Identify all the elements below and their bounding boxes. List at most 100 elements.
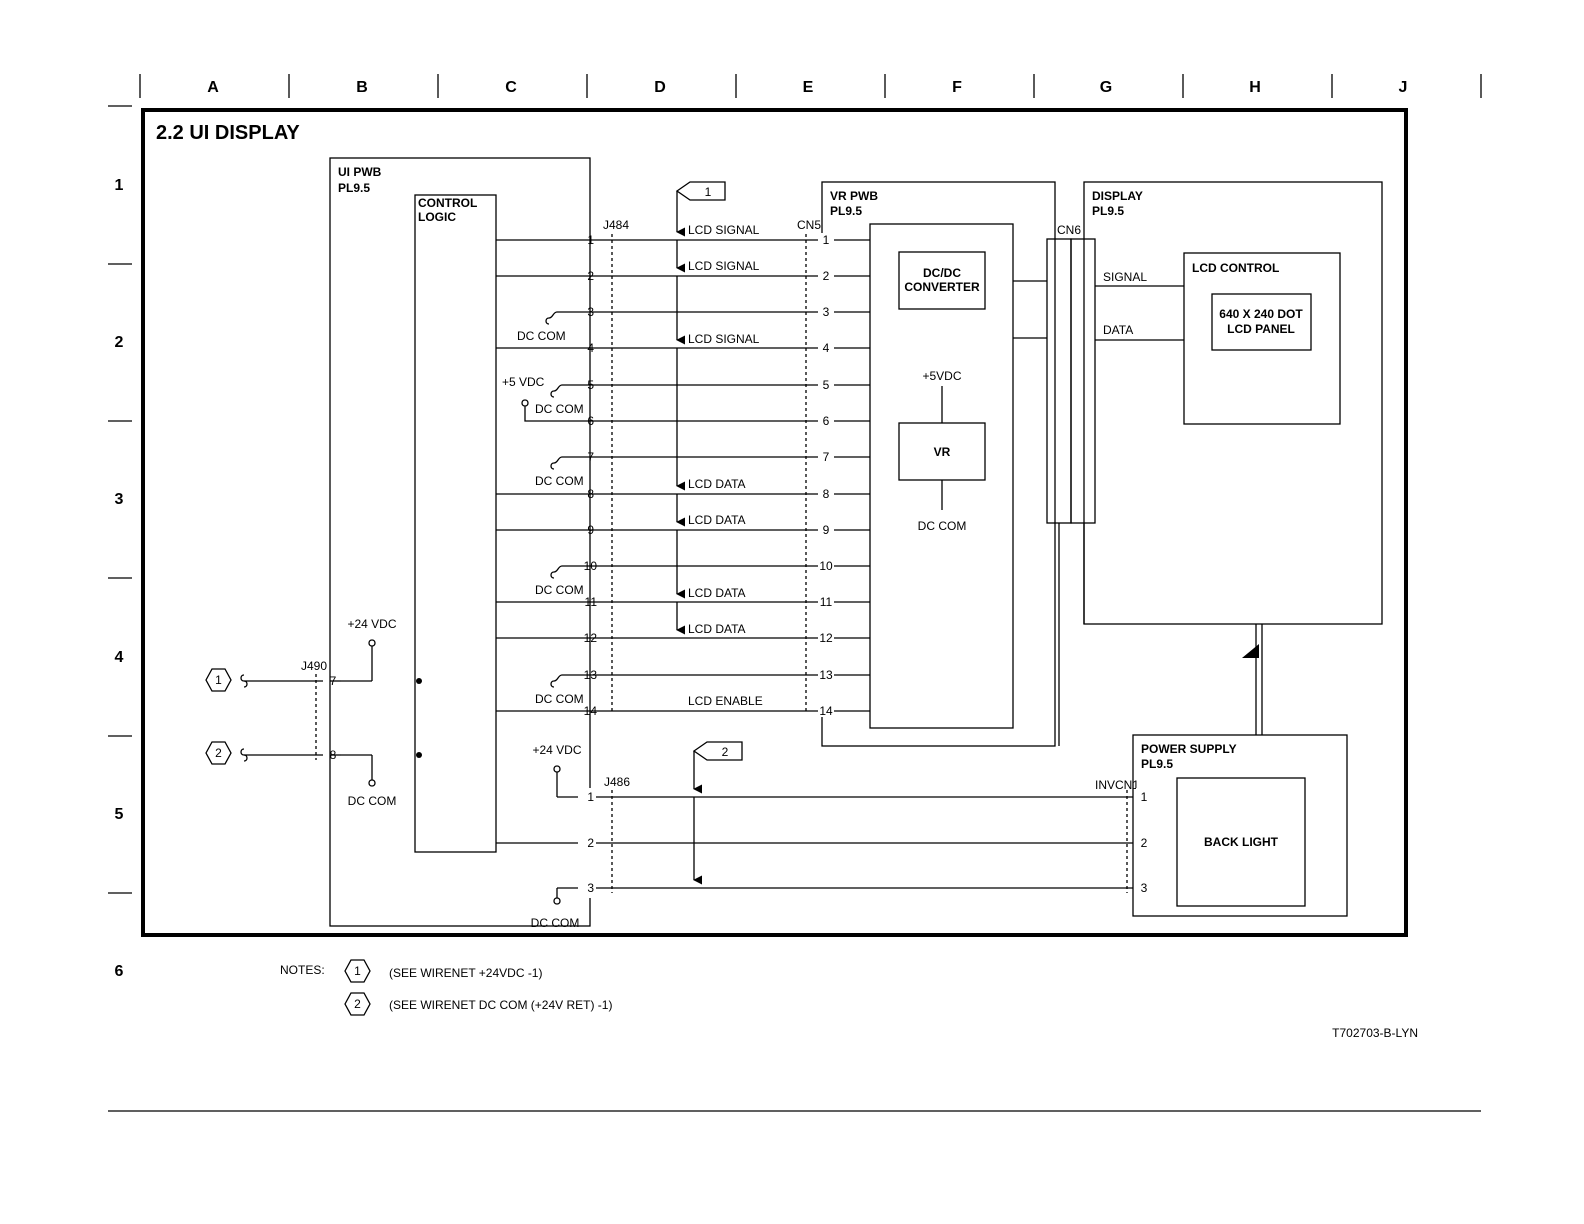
vr-pwb-block: VR PWB PL9.5 DC/DC CONVERTER +5VDC VR DC… [821,181,1056,747]
pin-number: 6 [587,414,594,428]
pin-number: 4 [823,341,830,355]
cn5-pin-numbers: 1 2 3 4 5 6 7 8 9 10 11 12 13 14 [818,233,834,718]
lcd-signal-label: LCD SIGNAL [688,259,760,273]
lcd-signal-label: LCD SIGNAL [688,223,760,237]
power-supply-pl: PL9.5 [1141,757,1173,771]
pin-number: 8 [587,487,594,501]
column-letter: F [952,79,962,96]
vr-supply-label: +5VDC [922,369,961,383]
dcdc-converter-label: DC/DC [923,266,961,280]
j484-harness: J484 CN5 LCD SIGNAL LCD SIGNAL LCD SIGNA… [496,191,870,714]
pin-number: 7 [587,450,594,464]
plus24vdc-label: +24 VDC [347,617,396,631]
vr-pwb-label: VR PWB [830,189,878,203]
row-number: 3 [115,491,124,508]
grid-frame [108,74,1482,1112]
lcd-signal-label: LCD SIGNAL [688,332,760,346]
note-text: (SEE WIRENET DC COM (+24V RET) -1) [389,998,612,1012]
pin-number: 1 [823,233,830,247]
pin-number: 2 [1141,836,1148,850]
display-block: DISPLAY PL9.5 LCD CONTROL 640 X 240 DOT … [1058,181,1383,746]
vr-pwb-pl: PL9.5 [830,204,862,218]
ui-pwb-label: UI PWB [338,165,382,179]
pin-number: 12 [584,631,598,645]
column-letter: J [1399,79,1408,96]
row-number: 1 [115,177,124,194]
pin-number: 10 [584,559,598,573]
page-title: 2.2 UI DISPLAY [156,122,300,144]
dc-com-label: DC COM [535,402,584,416]
column-letter: E [803,79,814,96]
column-letter: B [356,79,368,96]
lcd-data-label: LCD DATA [688,513,746,527]
column-letter: D [654,79,666,96]
lcd-panel-label: LCD PANEL [1227,322,1295,336]
row-number: 4 [115,649,124,666]
pin-number: 3 [823,305,830,319]
ui-pwb-pl: PL9.5 [338,181,370,195]
row-numbers: 1 2 3 4 5 6 [115,177,124,980]
pin-number: 3 [587,881,594,895]
plus24vdc-label: +24 VDC [532,743,581,757]
dc-com-label: DC COM [531,916,580,930]
pin-number: 6 [823,414,830,428]
j486-label: J486 [604,775,630,789]
reference-marker: 2 [215,746,222,760]
dc-com-label: DC COM [535,474,584,488]
row-number: 6 [115,963,124,980]
lcd-control-label: LCD CONTROL [1192,261,1279,275]
lcd-data-label: LCD DATA [688,586,746,600]
dc-com-label: DC COM [517,329,566,343]
row-number: 2 [115,334,124,351]
pin-number: 7 [823,450,830,464]
plus5vdc-label: +5 VDC [502,375,545,389]
notes: NOTES: 1 (SEE WIRENET +24VDC -1) 2 (SEE … [280,959,612,1016]
pin-number: 9 [587,523,594,537]
j490-label: J490 [301,659,327,673]
pin-number: 3 [587,305,594,319]
row-number: 5 [115,806,124,823]
pin-number: 8 [823,487,830,501]
pin-number: 12 [819,631,833,645]
cn6-connector: CN6 [1046,223,1096,524]
pin-number: 1 [587,233,594,247]
display-pl: PL9.5 [1092,204,1124,218]
lcd-data-label: LCD DATA [688,622,746,636]
dc-com-label: DC COM [535,583,584,597]
reference-flag: 1 [675,181,726,201]
cn6-label: CN6 [1057,223,1081,237]
display-signal-label: SIGNAL [1103,270,1147,284]
pin-number: 11 [585,595,598,609]
column-letter: H [1249,79,1261,96]
pin-number: 5 [587,378,594,392]
power-supply-block: POWER SUPPLY PL9.5 BACK LIGHT [1132,624,1348,917]
back-light-label: BACK LIGHT [1204,835,1279,849]
j484-pin-numbers: 1 2 3 4 5 6 7 8 9 10 11 12 13 14 [584,233,598,718]
pin-number: 14 [819,704,833,718]
pin-number: 9 [823,523,830,537]
pin-number: 2 [587,836,594,850]
vr-label: VR [934,445,951,459]
notes-label: NOTES: [280,963,325,977]
control-logic-label: LOGIC [418,210,456,224]
pin-number: 10 [819,559,833,573]
pin-number: 14 [584,704,598,718]
pin-number: 1 [1141,790,1148,804]
pin-number: 13 [584,668,598,682]
j490-connector: 1 2 J490 7 8 +24 VDC DC COM [205,617,422,808]
display-data-label: DATA [1103,323,1133,337]
lcd-panel-label: 640 X 240 DOT [1219,307,1303,321]
lcd-data-label: LCD DATA [688,477,746,491]
dc-com-label: DC COM [535,692,584,706]
pin-number: 2 [823,269,830,283]
power-supply-label: POWER SUPPLY [1141,742,1237,756]
lcd-enable-label: LCD ENABLE [688,694,763,708]
svg-text:1: 1 [705,185,712,199]
vr-dc-com-label: DC COM [918,519,967,533]
pin-number: 11 [820,595,833,609]
invcn1-label: INVCN1 [1095,778,1139,792]
reference-marker: 1 [215,673,222,687]
dcdc-converter-label: CONVERTER [904,280,980,294]
note-text: (SEE WIRENET +24VDC -1) [389,966,542,980]
